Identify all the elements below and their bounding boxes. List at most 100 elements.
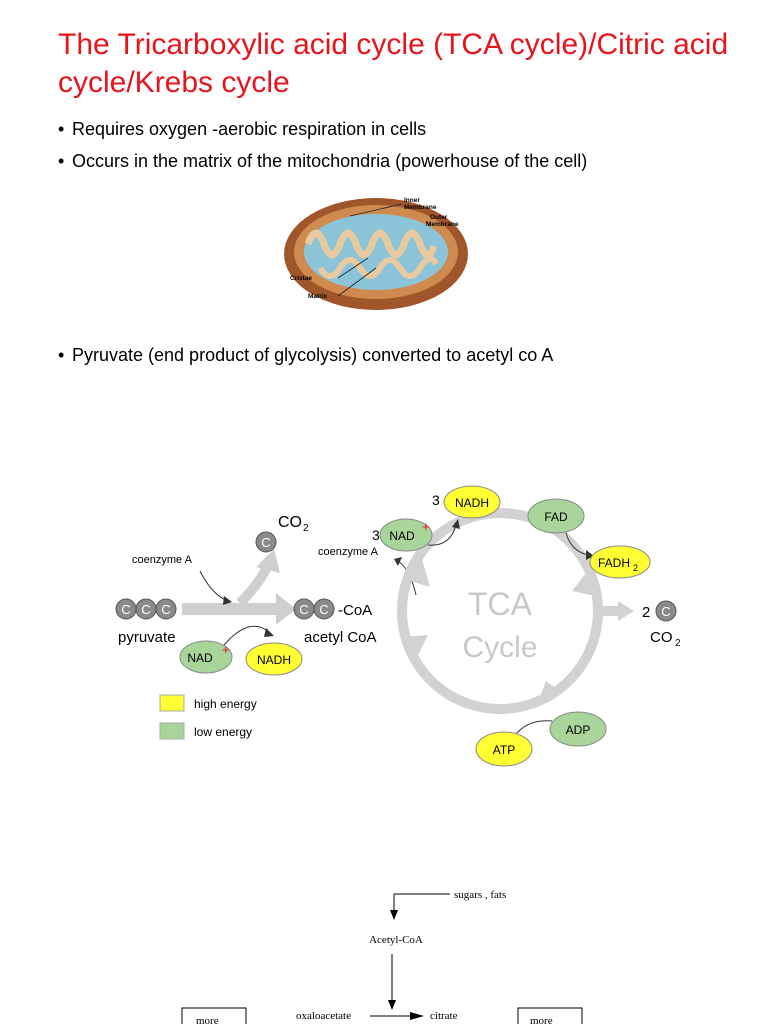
nad-plus-right: + [422,519,430,534]
cycle-label-line1: TCA [468,586,533,622]
legend-low-label: low energy [194,725,252,739]
more-box-right [517,1007,583,1024]
coenzyme-release-arrowhead [394,557,402,566]
more-label-left: more [196,1015,219,1024]
cycle-arrowhead [536,681,560,707]
nad-oval-left [179,640,233,674]
legend-high-label: high energy [194,697,257,711]
bullet-dot: • [58,151,65,171]
nad-plus-left: + [222,642,230,657]
carbon-atom [255,531,277,553]
co2-top-label: CO [278,514,302,531]
fadh2-sub: 2 [633,563,638,573]
coenzyme-arrow [199,570,229,602]
count-2-co2: 2 [642,604,650,621]
label-cristae: Cristae [290,275,312,282]
carbon-label: C [661,604,670,619]
oxaloacetate-label: oxaloacetate [296,1010,351,1022]
co2-exit-arrowhead [618,601,634,621]
slide-title: The Tricarboxylic acid cycle (TCA cycle)… [58,28,729,99]
krebs-flow-diagram: sugars , fats Acetyl-CoA oxaloacetate ci… [181,889,583,1024]
nad-oval-right [379,518,433,552]
cycle-arrowhead [572,573,600,597]
count-3-nadh: 3 [432,492,440,508]
fad-oval [527,498,585,534]
legend-swatch-high [159,694,185,712]
label-inner-2: Membrane [404,204,437,211]
acetyl-coa-label: acetyl CoA [304,629,377,646]
mitochondrion-illustration: Inner Membrane Outer Membrane Cristae Ma… [284,197,468,310]
coenzyme-a-label-left: coenzyme A [132,554,193,566]
coenzyme-arrowhead [223,596,232,605]
fadh2-label: FADH [598,556,630,570]
pointer-line [337,257,369,279]
fadh2-oval [589,545,651,579]
fad-arrowhead [586,550,594,560]
pointer-line [337,267,377,297]
oxaloacetate-arrowhead [410,1012,424,1020]
citrate-label: citrate [430,1010,458,1022]
nad-arrowhead [264,628,274,637]
bullet-text: Requires oxygen -aerobic respiration in … [72,119,427,139]
carbon-label: C [161,602,170,617]
nad-label-right: NAD [389,529,415,543]
bullet-pyruvate: • Pyruvate (end product of glycolysis) co… [58,344,553,366]
bullet-matrix: • Occurs in the matrix of the mitochondri… [58,150,587,172]
sugars-arrowhead [390,910,398,920]
co2-right-label: CO [650,629,673,646]
carbon-label: C [261,535,270,550]
bullet-text: Pyruvate (end product of glycolysis) con… [72,345,554,365]
atp-oval [475,731,533,767]
nad-label-left: NAD [187,651,213,665]
sugars-fats-label: sugars , fats [454,889,506,901]
co2-top-sub: 2 [303,523,309,534]
bullet-aerobic: • Requires oxygen -aerobic respiration in… [58,118,426,140]
atp-label: ATP [493,743,515,757]
carbon-atom [655,600,677,622]
cristae-folds [304,229,438,259]
carbon-label: C [299,602,308,617]
label-outer-2: Membrane [426,221,459,228]
bullet-dot: • [58,345,65,365]
fad-label: FAD [544,510,568,524]
pointer-line [425,221,431,227]
cristae-folds-lower [317,255,439,279]
reaction-arrowhead [276,593,296,625]
pyruvate-molecule: C C C [115,598,177,620]
legend-swatch-low [159,722,185,740]
carbon-label: C [141,602,150,617]
label-matrix: Matrix [308,293,328,300]
carbon-label: C [121,602,130,617]
bullet-text: Occurs in the matrix of the mitochondria… [72,151,588,171]
cycle-label-line2: Cycle [462,631,537,664]
pointer-line [349,203,403,217]
cycle-arrowhead [406,635,428,655]
pyruvate-label: pyruvate [118,629,176,646]
nad-arrow [223,625,271,646]
label-inner-1: Inner [404,197,420,204]
adp-label: ADP [566,723,591,737]
label-outer-1: Outer [430,214,448,221]
co2-branch-arrow [236,562,273,607]
nadh-oval-right [443,485,501,519]
nad-cycle-arrow [427,524,457,546]
coa-suffix: -CoA [338,602,372,619]
carbon-label: C [319,602,328,617]
nadh-label-left: NADH [257,653,291,667]
acetyl-coa-flow-label: Acetyl-CoA [369,934,423,946]
coenzyme-a-label-right: coenzyme A [318,546,379,558]
nadh-label-right: NADH [455,496,489,510]
carbon-atom [313,598,335,620]
cycle-arrowhead [410,559,430,587]
more-box-left [181,1007,247,1024]
co2-branch-arrowhead [256,549,280,573]
more-label-right: more [530,1015,553,1024]
bullet-dot: • [58,119,65,139]
tca-cycle-diagram: C CO 2 coenzyme A C C C pyruvate NAD + N… [115,485,681,767]
co2-right-sub: 2 [675,638,681,649]
adp-oval [549,711,607,747]
nadh-oval-left [245,642,303,676]
acetyl-down-arrowhead [388,1000,396,1010]
nad-cycle-arrowhead [452,519,460,529]
count-3-nad: 3 [372,527,380,543]
